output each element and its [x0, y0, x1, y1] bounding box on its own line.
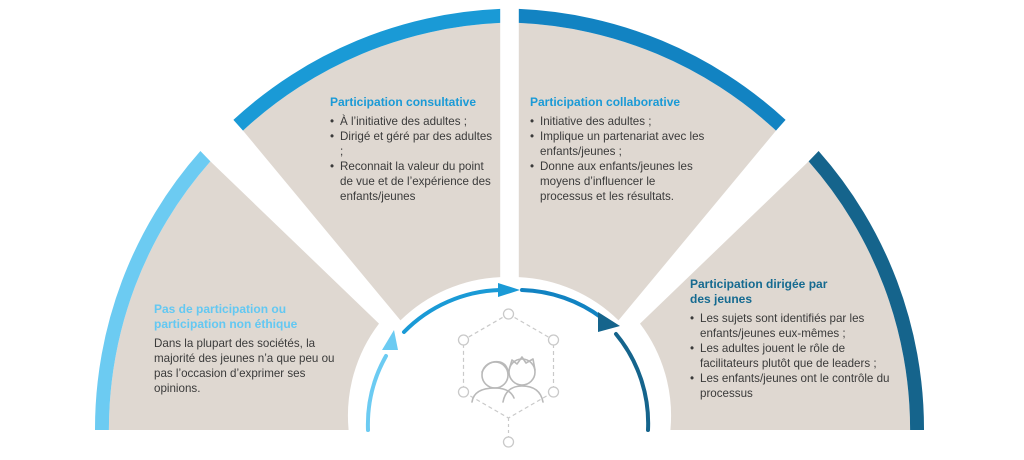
- bullet-item: Les adultes jouent le rôle de facilitate…: [690, 341, 890, 371]
- band-youth-led: [808, 151, 925, 430]
- bullet-item: Donne aux enfants/jeunes les moyens d’in…: [530, 159, 705, 204]
- progression-arrow-icon: [365, 288, 651, 432]
- band-no-participation: [94, 151, 211, 430]
- segment-collaborative: Participation collaborative Initiative d…: [530, 95, 705, 204]
- segment-title: Pas de participation ou participation no…: [154, 302, 298, 331]
- segment-youth-led: Participation dirigée par des jeunes Les…: [690, 277, 890, 401]
- segment-title: Participation dirigée par des jeunes: [690, 277, 828, 306]
- bullet-list: À l’initiative des adultes ; Dirigé et g…: [330, 114, 495, 204]
- bullet-item: Reconnait la valeur du point de vue et d…: [330, 159, 495, 204]
- segment-title: Participation collaborative: [530, 95, 681, 109]
- segment-consultative: Participation consultative À l’initiativ…: [330, 95, 495, 204]
- bullet-list: Initiative des adultes ; Implique un par…: [530, 114, 705, 204]
- segment-title: Participation consultative: [330, 95, 477, 109]
- bullet-item: Implique un partenariat avec les enfants…: [530, 129, 705, 159]
- bullet-list: Les sujets sont identifiés par les enfan…: [690, 311, 890, 401]
- bullet-item: Dirigé et géré par des adultes ;: [330, 129, 495, 159]
- hexagon-nodes: [457, 308, 560, 448]
- band-consultative: [233, 8, 501, 131]
- segment-description: Dans la plupart des sociétés, la majorit…: [154, 337, 335, 395]
- bullet-item: Initiative des adultes ;: [530, 114, 705, 129]
- bullet-item: Les enfants/jeunes ont le contrôle du pr…: [690, 371, 890, 401]
- hexagon-outline: [462, 313, 555, 419]
- arrow-heads: [382, 283, 620, 350]
- panel-no-participation: [108, 161, 379, 430]
- bullet-item: À l’initiative des adultes ;: [330, 114, 495, 129]
- bullet-item: Les sujets sont identifiés par les enfan…: [690, 311, 890, 341]
- band-collaborative: [518, 8, 786, 131]
- children-heads-icon: [471, 356, 544, 403]
- segment-no-participation: Pas de participation ou participation no…: [154, 302, 349, 396]
